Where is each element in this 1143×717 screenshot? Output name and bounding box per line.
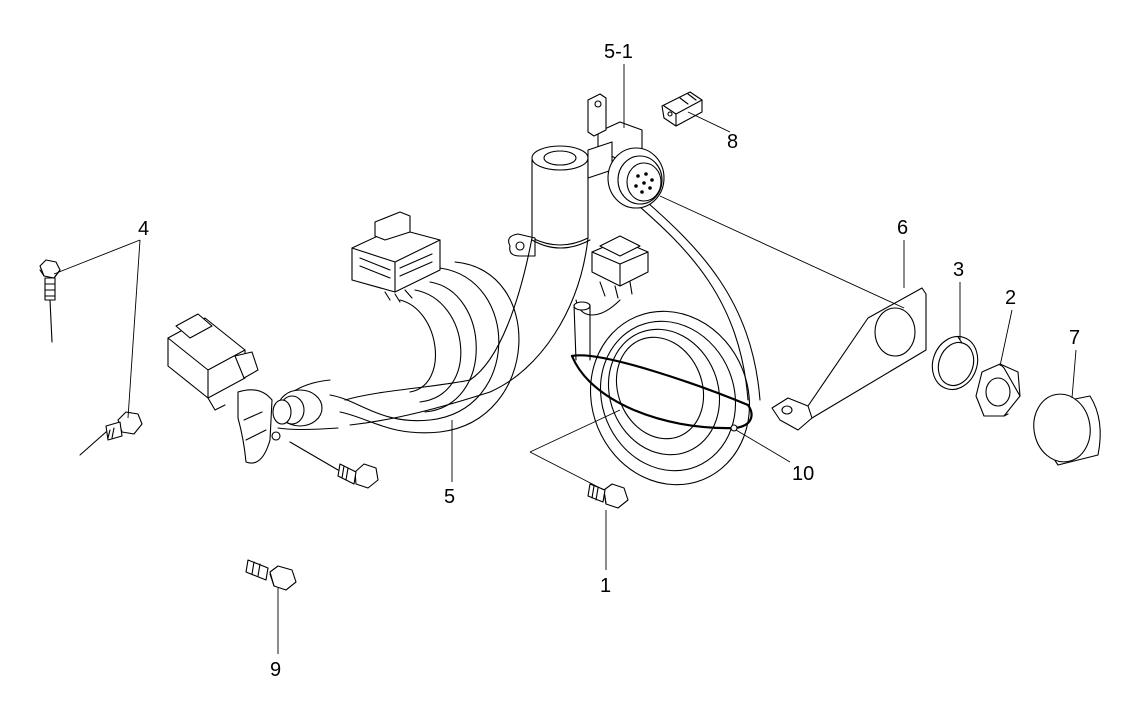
harness-connector-left: [167, 313, 259, 411]
callout-8: 8: [727, 131, 738, 153]
callout-5: 5: [444, 486, 455, 508]
part-10-tie-strap: [570, 354, 753, 432]
callout-5-1: 5-1: [604, 41, 633, 63]
callout-3: 3: [953, 259, 964, 281]
callout-7: 7: [1069, 327, 1080, 349]
part-4-bolt-lower: [79, 411, 143, 456]
part-3-snap-ring: [931, 335, 979, 391]
part-9-bolt: [245, 559, 297, 591]
part-7-cap: [1033, 393, 1101, 466]
callout-10: 10: [792, 463, 814, 485]
harness-coil: [573, 195, 761, 486]
leader-lines: [53, 64, 1077, 654]
part-8-terminal-clip: [661, 91, 703, 127]
callout-4: 4: [138, 218, 149, 240]
part-5-wire-harness: [167, 145, 649, 464]
part-5-1-round-connector: [587, 93, 665, 209]
callout-6: 6: [897, 217, 908, 239]
harness-connector-coil: [591, 235, 649, 299]
callout-2: 2: [1005, 287, 1016, 309]
part-2-hex-nut: [975, 363, 1021, 417]
callout-9: 9: [270, 659, 281, 681]
part-6-bracket: [771, 287, 927, 431]
part-1-bolt: [587, 483, 629, 509]
harness-bolt: [289, 441, 379, 489]
harness-connector-top: [351, 211, 441, 303]
part-4-bolt-upper: [39, 259, 61, 343]
callout-1: 1: [600, 575, 611, 597]
